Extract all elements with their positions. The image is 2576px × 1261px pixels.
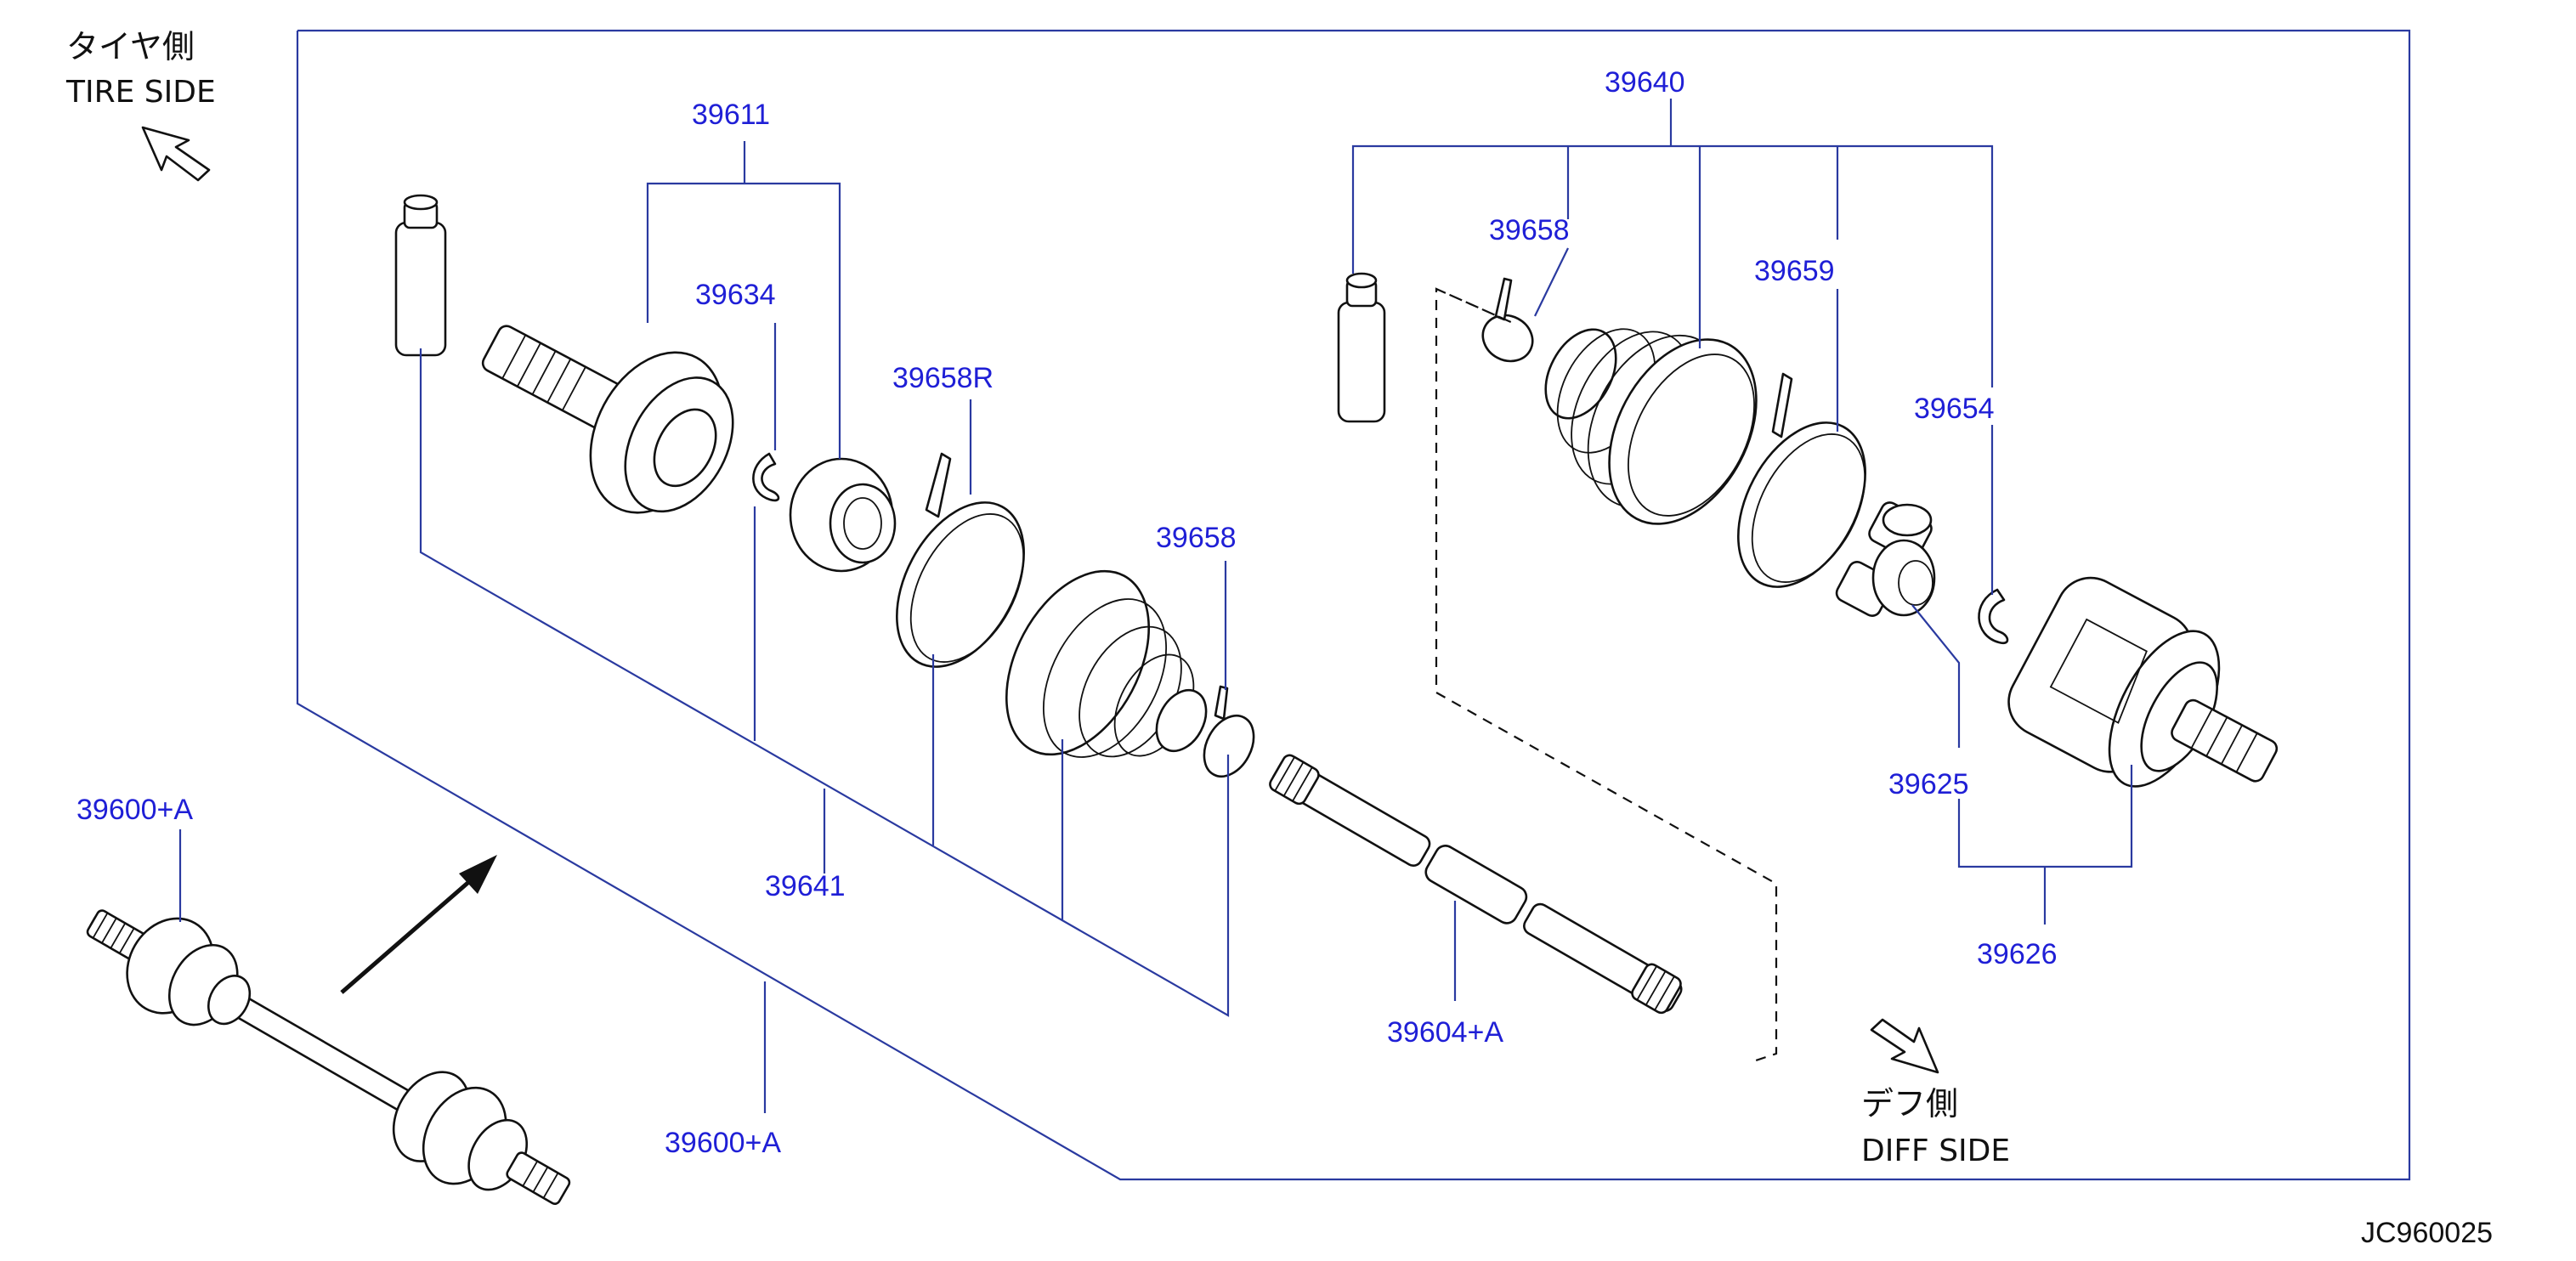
label-39641[interactable]: 39641 <box>765 870 846 902</box>
snap-ring-drawing <box>752 452 780 502</box>
diff-side-jp-label: デフ側 <box>1861 1085 1958 1122</box>
leader-39625 <box>1911 604 1961 748</box>
boot-band-right-large-drawing <box>1737 372 1866 588</box>
label-39658-left[interactable]: 39658 <box>1156 522 1237 554</box>
explode-direction-arrow-icon <box>340 855 497 994</box>
snap-ring-right-drawing <box>1978 588 2009 645</box>
boot-band-small-left-drawing <box>1203 685 1255 778</box>
label-39604A[interactable]: 39604+A <box>1387 1016 1503 1049</box>
leader-39640 <box>1351 144 1994 387</box>
label-39658-right[interactable]: 39658 <box>1489 214 1570 246</box>
label-39625[interactable]: 39625 <box>1888 768 1969 800</box>
label-39611[interactable]: 39611 <box>692 99 770 131</box>
boot-tire-side-drawing <box>1005 569 1208 758</box>
boot-band-large-drawing <box>896 452 1025 668</box>
leader-39626 <box>1957 765 2133 868</box>
driveshaft-assembly-drawing <box>86 909 571 1205</box>
leader-39658-right <box>1534 247 1569 317</box>
leader-39641 <box>419 348 1230 1017</box>
label-39600A-bottom[interactable]: 39600+A <box>665 1127 781 1159</box>
grease-tube-right-drawing <box>1337 272 1386 423</box>
shaft-drawing <box>1269 754 1683 1015</box>
label-39626[interactable]: 39626 <box>1977 938 2058 970</box>
tire-side-arrow-icon <box>141 126 211 182</box>
label-39658R[interactable]: 39658R <box>892 362 994 394</box>
grease-tube-left-drawing <box>394 194 447 357</box>
boot-band-small-right-drawing <box>1481 277 1534 363</box>
tire-side-label: TIRE SIDE <box>65 75 216 110</box>
tire-side-jp-label: タイヤ側 <box>66 28 195 65</box>
label-39600A-left[interactable]: 39600+A <box>76 794 193 826</box>
group-outline-dashed <box>1435 287 1778 1064</box>
diff-side-label: DIFF SIDE <box>1861 1134 2010 1168</box>
assembly-frame <box>296 29 2411 1181</box>
boot-diff-side-drawing <box>1544 328 1758 525</box>
diagram-code: JC960025 <box>2361 1217 2493 1249</box>
label-39659[interactable]: 39659 <box>1754 255 1835 287</box>
label-39640[interactable]: 39640 <box>1605 66 1685 99</box>
label-39634[interactable]: 39634 <box>695 279 776 311</box>
outer-joint-drawing <box>481 325 734 514</box>
inner-joint-housing-drawing <box>2007 576 2279 788</box>
inner-race-drawing <box>789 457 897 573</box>
spider-assembly-drawing <box>1835 501 1936 617</box>
diff-side-arrow-icon <box>1870 1018 1939 1074</box>
label-39654[interactable]: 39654 <box>1914 393 1995 425</box>
